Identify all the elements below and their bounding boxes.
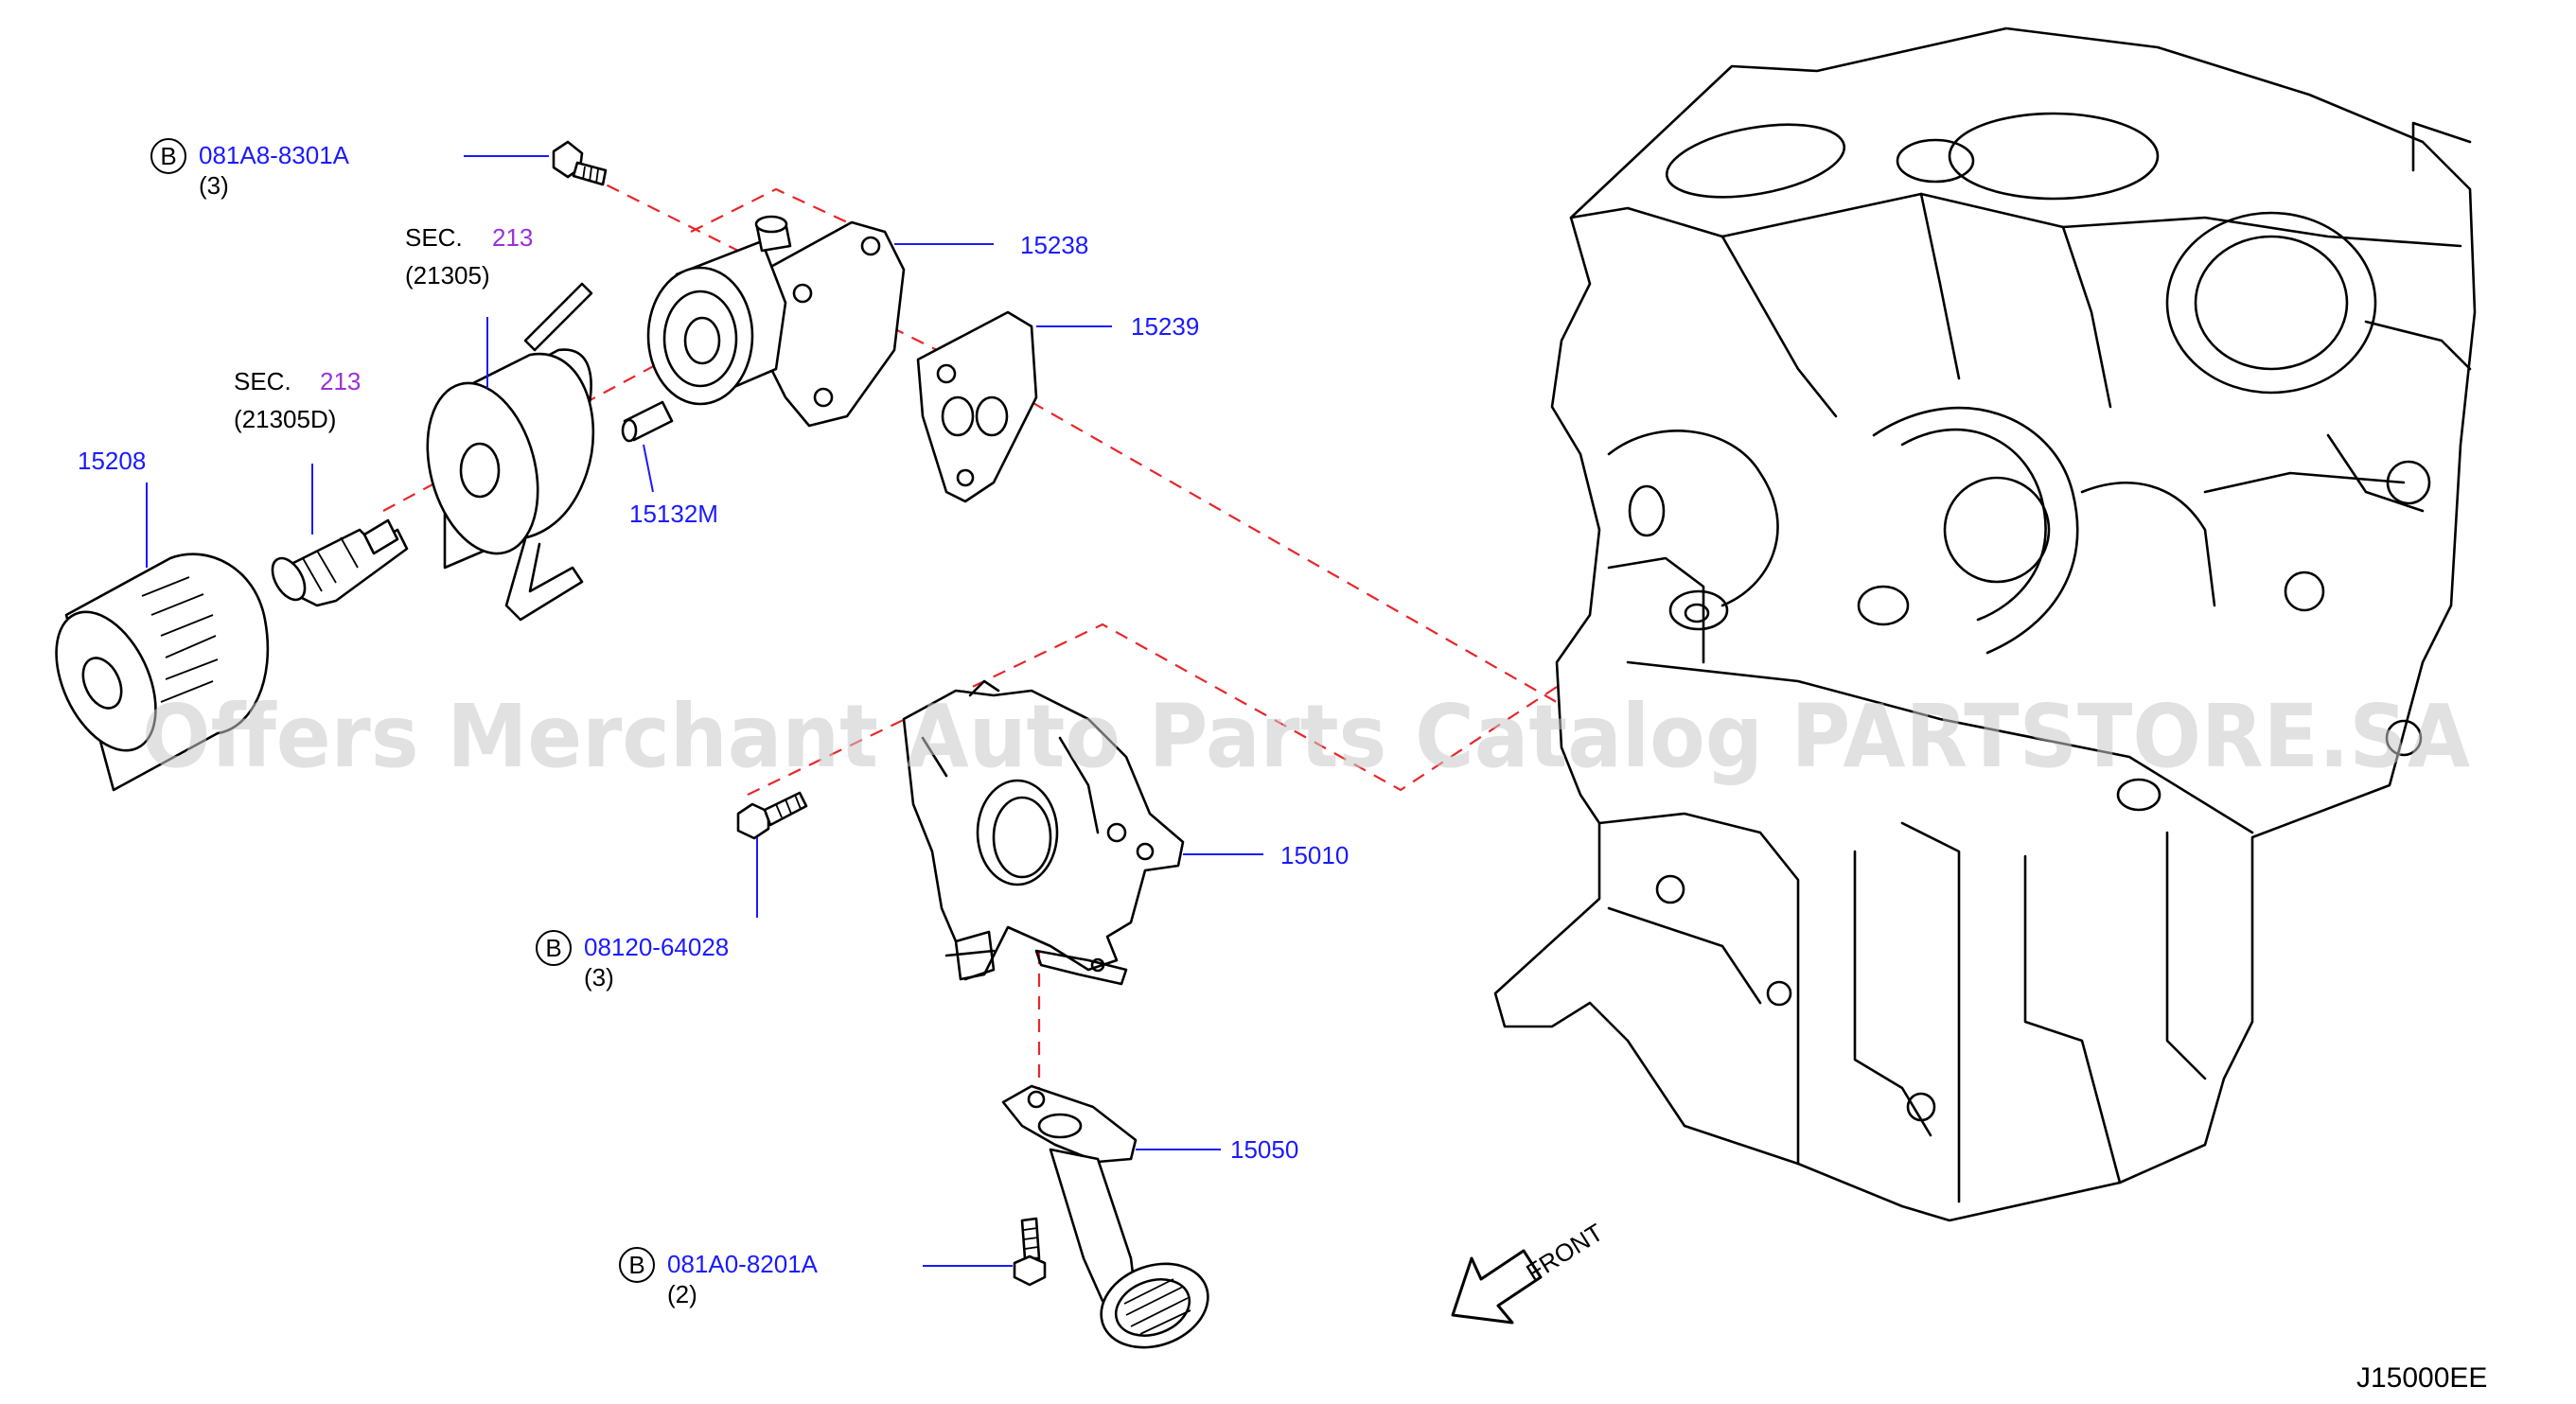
front-direction-indicator: FRONT — [1451, 1218, 1608, 1325]
callout-bolt-bottom: B 081A0-8201A (2) — [619, 1247, 819, 1308]
part-number-15208: 15208 — [78, 447, 146, 475]
part-number-081A0-8201A: 081A0-8201A — [667, 1250, 819, 1278]
bolt-081A0-8201A — [1013, 1217, 1047, 1287]
quantity-label: (2) — [667, 1280, 697, 1308]
oil-strainer-15050 — [1001, 1084, 1209, 1349]
section-reference: (21305) — [405, 261, 490, 290]
bolt-marker-letter: B — [545, 934, 561, 962]
bolt-marker-letter: B — [160, 142, 176, 170]
part-number-15239: 15239 — [1131, 312, 1199, 341]
connector-fitting — [271, 518, 409, 607]
callout-oil-cooler: SEC. 213 (21305) — [405, 223, 533, 290]
engine-block-illustration — [1493, 26, 2477, 1222]
section-number: 213 — [320, 367, 361, 395]
quantity-label: (3) — [199, 171, 229, 200]
part-number-15050: 15050 — [1230, 1135, 1298, 1164]
part-number-15238: 15238 — [1020, 231, 1088, 259]
diagram-id-code: J15000EE — [2356, 1362, 2487, 1394]
gasket-15239 — [916, 310, 1038, 503]
assembly-centerlines — [382, 174, 1667, 1093]
watermark-text: Offers Merchant Auto Parts Catalog PARTS… — [142, 686, 2470, 787]
part-number-15132M: 15132M — [629, 500, 718, 528]
section-reference: (21305D) — [234, 405, 336, 433]
front-arrow-icon — [1451, 1249, 1543, 1325]
callout-bolt-top: B 081A8-8301A (3) — [150, 138, 350, 200]
callout-connector: SEC. 213 (21305D) — [234, 367, 361, 433]
callout-bolt-mid: B 08120-64028 (3) — [536, 930, 729, 992]
section-label: SEC. — [405, 223, 463, 252]
part-number-08120-64028: 08120-64028 — [584, 933, 729, 961]
quantity-label: (3) — [584, 963, 614, 992]
section-number: 213 — [492, 223, 533, 252]
dowel-pin-15132M — [621, 400, 674, 443]
bolt-marker-letter: B — [628, 1251, 644, 1279]
front-label: FRONT — [1521, 1218, 1608, 1287]
part-number-15010: 15010 — [1280, 841, 1349, 869]
section-label: SEC. — [234, 367, 291, 395]
bolt-08120-64028 — [736, 791, 808, 840]
filter-housing-15238 — [646, 215, 906, 428]
part-number-081A8-8301A: 081A8-8301A — [199, 141, 350, 169]
oil-filter-15208 — [55, 553, 270, 792]
oil-pump-15010 — [902, 679, 1185, 986]
bolt-081A8-8301A — [552, 140, 608, 186]
oil-cooler — [426, 282, 595, 622]
leader-lines — [146, 155, 1263, 1267]
